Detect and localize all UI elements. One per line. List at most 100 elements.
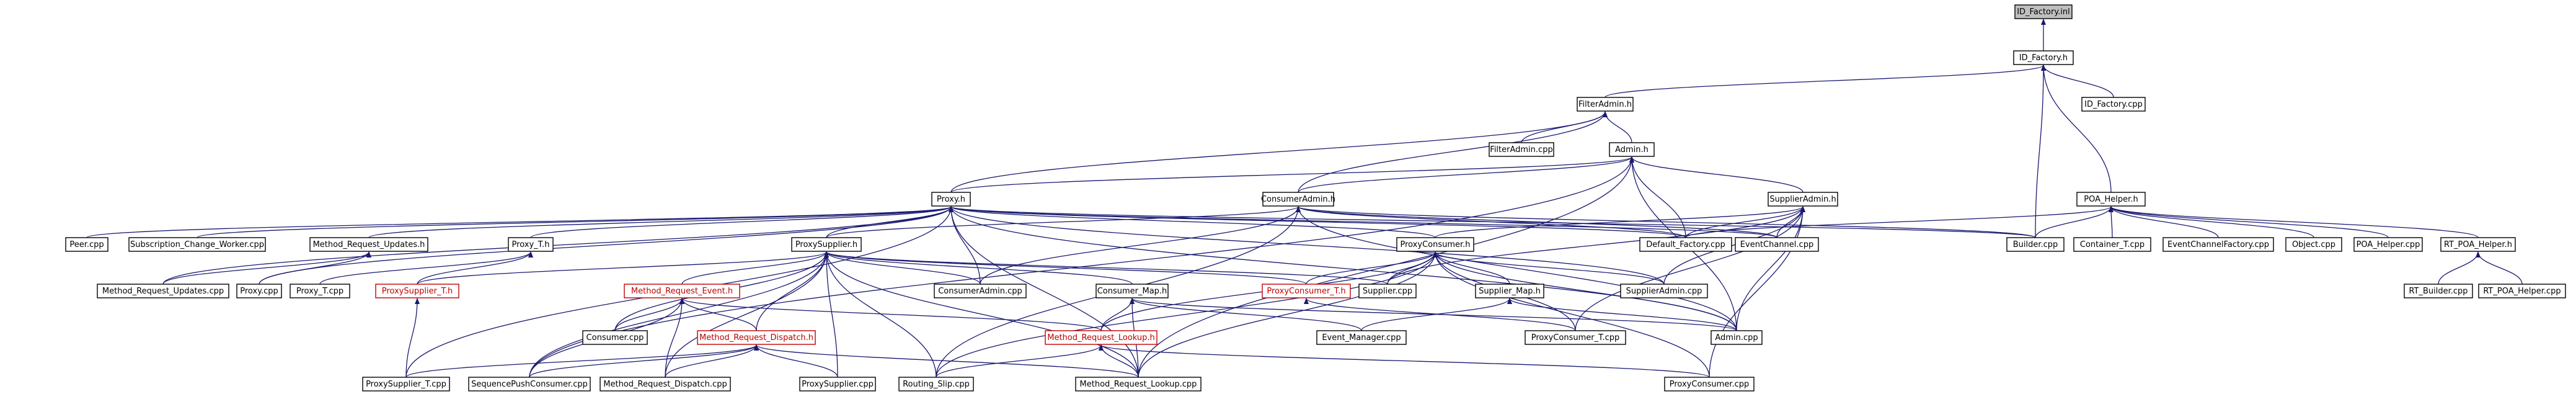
- node-subscription-change-worker-cpp[interactable]: Subscription_Change_Worker.cpp: [128, 237, 266, 252]
- node-proxyconsumer-cpp[interactable]: ProxyConsumer.cpp: [1664, 377, 1755, 392]
- node-consumeradmin-h[interactable]: ConsumerAdmin.h: [1261, 192, 1335, 207]
- edge-n15-n34: [1433, 251, 1665, 285]
- node-filteradmin-cpp[interactable]: FilterAdmin.cpp: [1489, 142, 1554, 157]
- node-consumeradmin-cpp[interactable]: ConsumerAdmin.cpp: [934, 284, 1027, 298]
- node-event-manager-cpp[interactable]: Event_Manager.cpp: [1316, 330, 1407, 345]
- node-supplier-cpp[interactable]: Supplier.cpp: [1358, 284, 1417, 298]
- node-consumer-map-h[interactable]: Consumer_Map.h: [1095, 284, 1169, 298]
- node-label: Object.cpp: [2292, 240, 2335, 249]
- node-method-request-event-h[interactable]: Method_Request_Event.h: [624, 284, 740, 298]
- node-label: RT_POA_Helper.h: [2444, 240, 2512, 249]
- node-routing-slip-cpp[interactable]: Routing_Slip.cpp: [898, 377, 974, 392]
- edge-n28-n39: [679, 298, 1102, 331]
- node-label: Event_Manager.cpp: [1322, 333, 1401, 343]
- edge-n8-n49: [1709, 206, 1805, 378]
- node-box: [508, 237, 554, 252]
- node-box: [1609, 142, 1655, 157]
- node-builder-cpp[interactable]: Builder.cpp: [2006, 237, 2065, 252]
- node-box: [1475, 284, 1544, 298]
- node-filteradmin-h[interactable]: FilterAdmin.h: [1577, 97, 1634, 112]
- node-peer-cpp[interactable]: Peer.cpp: [65, 237, 108, 252]
- edge-n7-n14: [826, 206, 1301, 238]
- node-proxy-h[interactable]: Proxy.h: [931, 192, 971, 207]
- node-rt-poa-helper-cpp[interactable]: RT_POA_Helper.cpp: [2478, 284, 2566, 298]
- node-box: [1045, 330, 1157, 345]
- node-consumer-cpp[interactable]: Consumer.cpp: [582, 330, 648, 345]
- node-proxysupplier-t-cpp[interactable]: ProxySupplier_T.cpp: [362, 377, 450, 392]
- node-label: RT_POA_Helper.cpp: [2483, 287, 2561, 296]
- node-box: [799, 377, 876, 392]
- edge-n28-n38: [679, 298, 757, 331]
- node-label: Peer.cpp: [69, 240, 104, 249]
- node-box: [582, 330, 648, 345]
- node-eventchannel-cpp[interactable]: EventChannel.cpp: [1735, 237, 1819, 252]
- node-proxysupplier-cpp[interactable]: ProxySupplier.cpp: [799, 377, 876, 392]
- edge-n28-n45: [665, 298, 684, 378]
- node-label: SupplierAdmin.h: [1769, 195, 1836, 204]
- node-label: SequencePushConsumer.cpp: [471, 380, 588, 389]
- edge-n23-n35: [2438, 251, 2481, 285]
- edge-n1-n18: [2035, 65, 2046, 238]
- edge-layer: [86, 19, 2523, 378]
- edge-n9-n22: [2109, 206, 2389, 238]
- node-poa-helper-h[interactable]: POA_Helper.h: [2076, 192, 2146, 207]
- edge-n28-n37: [614, 298, 684, 331]
- node-box: [1095, 284, 1169, 298]
- node-default-factory-cpp[interactable]: Default_Factory.cpp: [1639, 237, 1732, 252]
- node-admin-cpp[interactable]: Admin.cpp: [1711, 330, 1763, 345]
- node-supplieradmin-cpp[interactable]: SupplierAdmin.cpp: [1620, 284, 1708, 298]
- node-box: [934, 284, 1027, 298]
- node-proxysupplier-h[interactable]: ProxySupplier.h: [791, 237, 862, 252]
- node-proxy-t-h[interactable]: Proxy_T.h: [508, 237, 554, 252]
- node-supplier-map-h[interactable]: Supplier_Map.h: [1475, 284, 1544, 298]
- node-box: [2353, 237, 2423, 252]
- node-proxy-cpp[interactable]: Proxy.cpp: [236, 284, 282, 298]
- node-method-request-lookup-cpp[interactable]: Method_Request_Lookup.cpp: [1075, 377, 1202, 392]
- node-method-request-updates-cpp[interactable]: Method_Request_Updates.cpp: [97, 284, 229, 298]
- node-box: [2076, 192, 2146, 207]
- node-rt-builder-cpp[interactable]: RT_Builder.cpp: [2404, 284, 2473, 298]
- edge-n8-n41: [1575, 206, 1805, 331]
- edge-n7-n42: [1296, 206, 1737, 331]
- edge-n38-n48: [754, 344, 1139, 378]
- node-label: Proxy.h: [937, 195, 965, 204]
- edge-n38-n43: [405, 344, 759, 378]
- node-label: Subscription_Change_Worker.cpp: [130, 240, 264, 249]
- node-proxysupplier-t-h[interactable]: ProxySupplier_T.h: [375, 284, 459, 298]
- node-label: ProxySupplier.h: [795, 240, 857, 249]
- node-label: Consumer_Map.h: [1097, 287, 1167, 296]
- node-proxy-t-cpp[interactable]: Proxy_T.cpp: [290, 284, 350, 298]
- node-eventchannelfactory-cpp[interactable]: EventChannelFactory.cpp: [2162, 237, 2274, 252]
- node-container-t-cpp[interactable]: Container_T.cpp: [2073, 237, 2151, 252]
- node-supplieradmin-h[interactable]: SupplierAdmin.h: [1768, 192, 1838, 207]
- node-method-request-dispatch-cpp[interactable]: Method_Request_Dispatch.cpp: [600, 377, 731, 392]
- node-box: [65, 237, 108, 252]
- node-box: [2014, 4, 2073, 19]
- node-id-factory-h[interactable]: ID_Factory.h: [2013, 50, 2074, 65]
- node-label: Method_Request_Dispatch.h: [699, 333, 813, 343]
- node-object-cpp[interactable]: Object.cpp: [2285, 237, 2342, 252]
- node-rt-poa-helper-h[interactable]: RT_POA_Helper.h: [2440, 237, 2516, 252]
- node-proxyconsumer-t-h[interactable]: ProxyConsumer_T.h: [1262, 284, 1351, 298]
- node-id-factory-cpp[interactable]: ID_Factory.cpp: [2081, 97, 2146, 112]
- node-label: Container_T.cpp: [2080, 240, 2144, 249]
- node-label: POA_Helper.h: [2084, 195, 2138, 204]
- edge-n5-n6: [950, 156, 1634, 193]
- edge-n33-n42: [1507, 298, 1737, 331]
- node-box: [468, 377, 591, 392]
- node-proxyconsumer-t-cpp[interactable]: ProxyConsumer_T.cpp: [1525, 330, 1626, 345]
- node-sequencepushconsumer-cpp[interactable]: SequencePushConsumer.cpp: [468, 377, 591, 392]
- edge-n9-n18: [2035, 206, 2113, 238]
- node-poa-helper-cpp[interactable]: POA_Helper.cpp: [2353, 237, 2423, 252]
- node-method-request-dispatch-h[interactable]: Method_Request_Dispatch.h: [697, 330, 816, 345]
- edge-n7-n17: [1296, 206, 1777, 238]
- node-id-factory-inl[interactable]: ID_Factory.inl: [2014, 4, 2073, 19]
- node-admin-h[interactable]: Admin.h: [1609, 142, 1655, 157]
- edge-n6-n29: [949, 206, 981, 285]
- node-method-request-updates-h[interactable]: Method_Request_Updates.h: [309, 237, 428, 252]
- node-proxyconsumer-h[interactable]: ProxyConsumer.h: [1396, 237, 1474, 252]
- node-method-request-lookup-h[interactable]: Method_Request_Lookup.h: [1045, 330, 1157, 345]
- node-box: [2285, 237, 2342, 252]
- edge-n8-n32: [1387, 206, 1805, 285]
